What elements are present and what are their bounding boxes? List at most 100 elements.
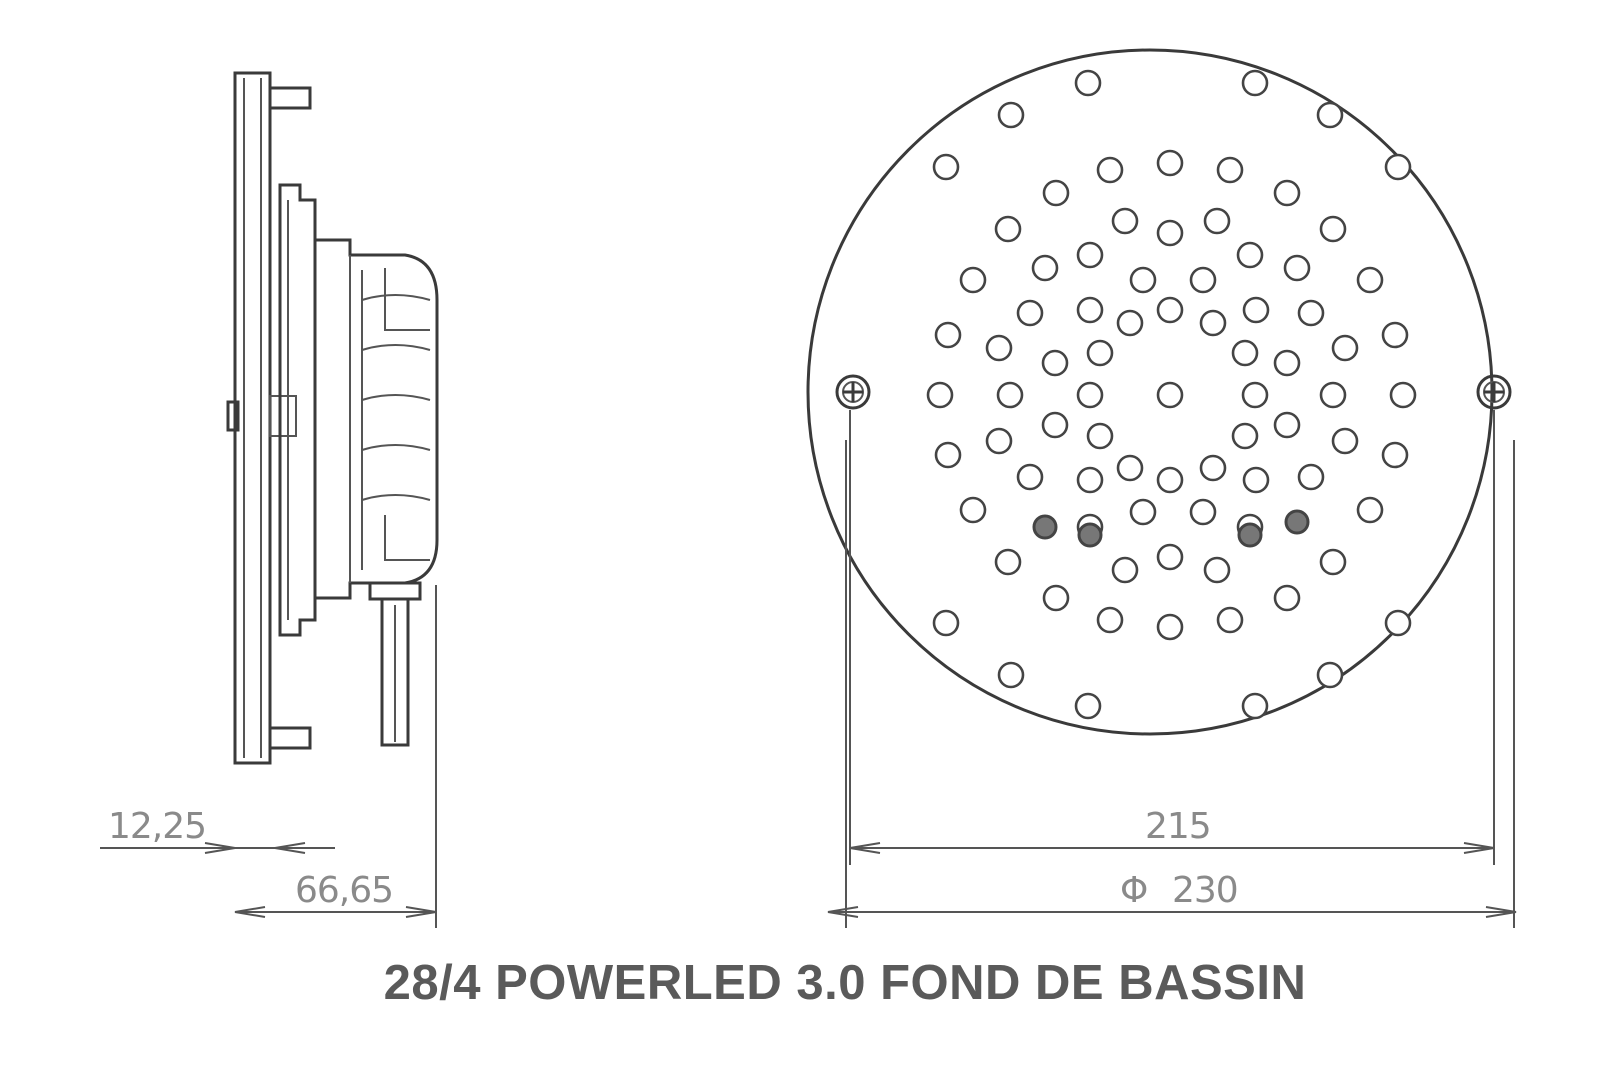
led-hole: [1297, 299, 1325, 327]
led-hole: [1297, 463, 1325, 491]
side-center-knob: [226, 400, 240, 432]
led-hole: [1041, 349, 1069, 377]
dimension-lines: 12,25 66,65 215 Φ 230: [100, 410, 1517, 928]
drawing-caption: 28/4 POWERLED 3.0 FOND DE BASSIN: [383, 956, 1307, 1010]
front-screw-right: [1476, 374, 1512, 410]
side-pin-top: [268, 86, 312, 110]
led-hole: [1316, 101, 1344, 129]
led-hole: [994, 548, 1022, 576]
led-hole: [1381, 441, 1409, 469]
led-hole: [985, 427, 1013, 455]
led-hole: [1041, 411, 1069, 439]
led-hole: [1283, 254, 1311, 282]
led-hole: [959, 266, 987, 294]
led-hole: [1156, 149, 1184, 177]
led-hole: [1189, 498, 1217, 526]
side-cable: [380, 599, 410, 747]
side-front-plate: [233, 71, 272, 765]
led-hole: [1086, 422, 1114, 450]
led-hole: [1076, 241, 1104, 269]
led-hole: [1273, 411, 1301, 439]
led-hole: [1216, 156, 1244, 184]
led-hole: [1273, 584, 1301, 612]
side-view: [226, 71, 439, 765]
led-hole: [1156, 381, 1184, 409]
led-hole: [926, 381, 954, 409]
led-hole: [1241, 381, 1269, 409]
led-hole: [1199, 309, 1227, 337]
led-hole-filled: [1077, 522, 1103, 548]
led-hole: [1236, 241, 1264, 269]
led-hole: [1242, 296, 1270, 324]
led-hole: [934, 441, 962, 469]
led-hole: [1356, 496, 1384, 524]
led-hole: [1042, 179, 1070, 207]
led-hole: [1384, 609, 1412, 637]
led-hole: [1016, 299, 1044, 327]
led-hole: [1096, 606, 1124, 634]
led-hole: [1156, 296, 1184, 324]
led-hole: [1319, 548, 1347, 576]
led-hole: [994, 215, 1022, 243]
led-hole: [932, 153, 960, 181]
led-hole: [1241, 69, 1269, 97]
side-pin-bottom: [268, 726, 312, 750]
led-hole: [1203, 207, 1231, 235]
led-hole: [934, 321, 962, 349]
led-hole: [1384, 153, 1412, 181]
led-hole: [1076, 296, 1104, 324]
led-hole: [1116, 309, 1144, 337]
dim-flange-thickness: 12,25: [108, 806, 206, 847]
led-hole: [1074, 692, 1102, 720]
led-hole: [1231, 339, 1259, 367]
led-hole: [1242, 466, 1270, 494]
led-hole: [1189, 266, 1217, 294]
led-hole: [1096, 156, 1124, 184]
led-hole-grid: [926, 69, 1417, 720]
dim-diameter-symbol: Φ: [1120, 870, 1147, 911]
led-hole: [1116, 454, 1144, 482]
front-screw-left: [835, 374, 871, 410]
led-hole: [985, 334, 1013, 362]
led-hole: [997, 661, 1025, 689]
led-hole: [1031, 254, 1059, 282]
dim-outer-diameter: 230: [1172, 870, 1238, 911]
led-hole: [1389, 381, 1417, 409]
led-hole: [1331, 427, 1359, 455]
led-hole: [1381, 321, 1409, 349]
led-hole: [996, 381, 1024, 409]
side-housing: [313, 238, 439, 600]
led-hole: [1273, 349, 1301, 377]
dim-total-depth: 66,65: [295, 870, 393, 911]
led-hole: [1042, 584, 1070, 612]
led-hole: [1156, 466, 1184, 494]
led-hole: [1111, 207, 1139, 235]
led-hole: [1156, 219, 1184, 247]
led-hole: [1273, 179, 1301, 207]
led-hole-filled: [1284, 509, 1310, 535]
side-cable-gland: [368, 581, 422, 601]
led-hole: [1216, 606, 1244, 634]
led-hole: [1319, 215, 1347, 243]
led-hole: [1199, 454, 1227, 482]
led-hole: [1203, 556, 1231, 584]
side-flange: [278, 183, 317, 637]
front-view: [806, 48, 1512, 736]
led-hole-filled: [1032, 514, 1058, 540]
led-hole: [1319, 381, 1347, 409]
dim-fixing-centres: 215: [1145, 806, 1211, 847]
led-hole: [1111, 556, 1139, 584]
led-hole: [1356, 266, 1384, 294]
led-hole: [1076, 381, 1104, 409]
led-hole: [1316, 661, 1344, 689]
led-hole: [1129, 266, 1157, 294]
led-hole: [1156, 613, 1184, 641]
led-hole: [1016, 463, 1044, 491]
led-hole: [1231, 422, 1259, 450]
led-hole: [1129, 498, 1157, 526]
led-hole: [959, 496, 987, 524]
led-hole: [997, 101, 1025, 129]
led-hole-filled: [1237, 522, 1263, 548]
led-hole: [1074, 69, 1102, 97]
